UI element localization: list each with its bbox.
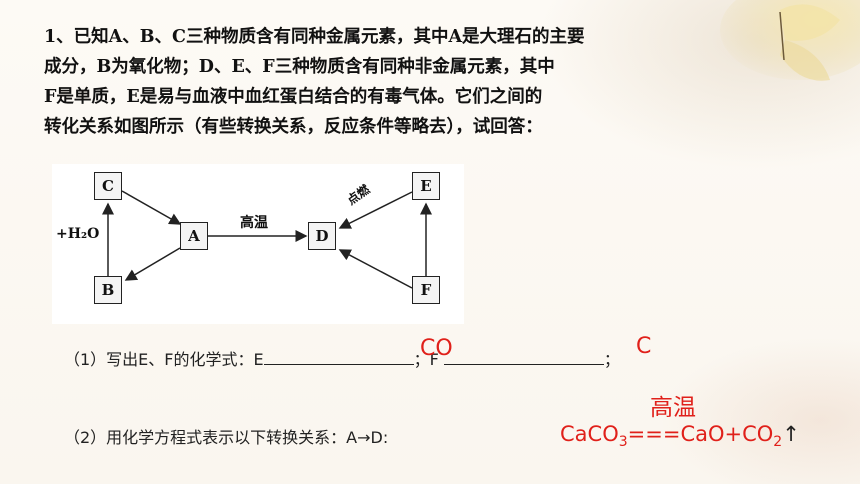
arrow-c-to-a — [121, 190, 182, 225]
butterfly-decoration — [720, 0, 860, 81]
arrow-a-to-b — [124, 247, 181, 281]
answer-e: CO — [420, 336, 453, 361]
answer-blank-e[interactable] — [263, 344, 414, 365]
question-2: （2）用化学方程式表示以下转换关系：A→D: — [64, 428, 389, 447]
label-add-water: +H₂O — [56, 226, 100, 242]
node-f: F — [412, 276, 440, 304]
chemical-equation: CaCO3===CaO+CO2↑ — [560, 422, 800, 450]
question-text: 1、已知A、B、C三种物质含有同种金属元素，其中A是大理石的主要 成分，B为氧化… — [44, 22, 824, 142]
node-a: A — [180, 222, 208, 250]
question-1: （1）写出E、F的化学式：E ；F ； — [64, 344, 620, 370]
node-d: D — [308, 222, 336, 250]
eq-caco: CaCO — [560, 422, 619, 446]
transformation-diagram: C A B D E F +H₂O 高温 点燃 — [52, 164, 464, 324]
question-line: F是单质，E是易与血液中血红蛋白结合的有毒气体。它们之间的 — [44, 87, 543, 107]
node-c: C — [94, 172, 122, 200]
question-line: 成分，B为氧化物；D、E、F三种物质含有同种非金属元素，其中 — [44, 57, 555, 77]
node-e: E — [412, 172, 440, 200]
question-line: 转化关系如图所示（有些转换关系，反应条件等略去），试回答： — [44, 117, 543, 137]
eq-middle: ===CaO+CO — [627, 422, 774, 446]
q1-separator: ；F — [413, 350, 444, 369]
answer-f: C — [636, 334, 652, 359]
gas-arrow-icon: ↑ — [782, 422, 800, 446]
arrow-f-to-d — [338, 249, 413, 289]
reaction-condition: 高温 — [650, 395, 696, 421]
q1-prefix: （1）写出E、F的化学式：E — [64, 350, 264, 369]
answer-blank-f[interactable] — [443, 344, 604, 365]
arrow-e-to-d — [338, 191, 413, 229]
question-line: 1、已知A、B、C三种物质含有同种金属元素，其中A是大理石的主要 — [44, 27, 585, 47]
eq-sub-3: 3 — [618, 434, 628, 451]
diagram-arrows — [102, 190, 432, 289]
q1-end: ； — [603, 350, 620, 369]
label-high-temperature: 高温 — [240, 215, 268, 231]
eq-sub-2: 2 — [773, 434, 783, 451]
node-b: B — [94, 276, 122, 304]
